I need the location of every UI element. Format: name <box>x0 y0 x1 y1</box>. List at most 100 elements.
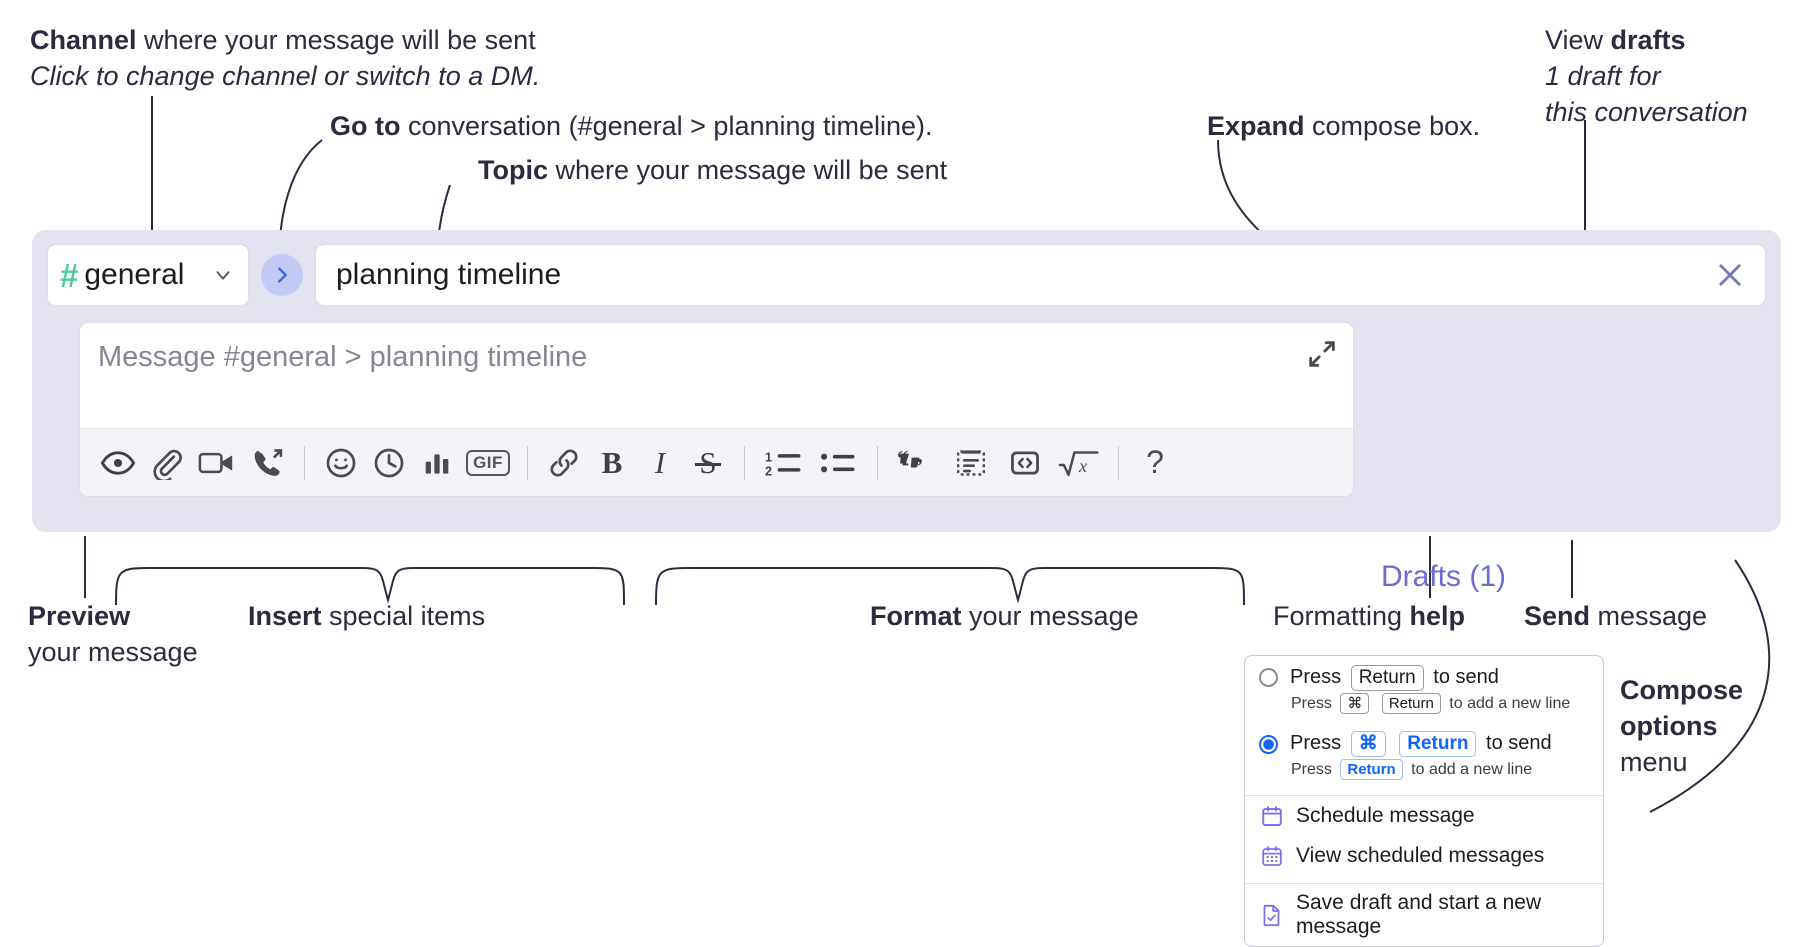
latex-icon[interactable]: x <box>1052 439 1106 487</box>
poll-icon[interactable] <box>413 439 461 487</box>
option-1-sub-press: Press <box>1291 694 1332 712</box>
radio-unselected[interactable] <box>1259 668 1278 688</box>
save-draft-icon <box>1259 902 1285 928</box>
annotation-preview-sub: your message <box>28 637 198 667</box>
annotation-expand: Expand compose box. <box>1207 111 1481 141</box>
strike-line <box>695 463 721 466</box>
svg-text:x: x <box>1078 456 1088 476</box>
italic-icon[interactable]: I <box>636 439 684 487</box>
menu-divider-2 <box>1245 883 1603 885</box>
link-icon[interactable] <box>540 439 588 487</box>
calendar-schedule-icon <box>1259 803 1285 829</box>
option-2-key-cmd: ⌘ <box>1350 731 1386 757</box>
annotation-compose-options-1: Compose <box>1620 675 1744 705</box>
annotation-goto: Go to conversation (#general > planning … <box>330 111 933 141</box>
topic-value: planning timeline <box>336 258 562 291</box>
divider-3 <box>744 445 745 480</box>
option-2-press: Press <box>1290 732 1342 755</box>
annotation-drafts-sub1: 1 draft for <box>1545 61 1661 91</box>
option-1-key-return: Return <box>1350 665 1424 691</box>
bold-label: B <box>601 444 623 480</box>
question-mark-label: ? <box>1146 444 1164 480</box>
radio-selected[interactable] <box>1259 734 1278 754</box>
bold-icon[interactable]: B <box>588 439 636 487</box>
channel-selector[interactable]: # general <box>47 244 249 306</box>
option-1-sub-key-cmd: ⌘ <box>1340 692 1370 715</box>
divider-1 <box>304 445 305 480</box>
clock-icon[interactable] <box>365 439 413 487</box>
annotation-preview: Preview <box>28 601 131 631</box>
svg-text:1: 1 <box>765 450 772 464</box>
italic-label: I <box>654 444 666 480</box>
inline-code-icon[interactable] <box>998 439 1052 487</box>
annotation-drafts: View drafts <box>1545 25 1686 55</box>
menu-option-1-sub: Press ⌘ Return to add a new line <box>1245 692 1603 722</box>
video-icon[interactable] <box>190 439 244 487</box>
go-to-conversation-button[interactable] <box>261 254 303 296</box>
code-block-icon[interactable] <box>944 439 998 487</box>
expand-compose-icon[interactable] <box>1305 337 1339 371</box>
strike-label: S <box>695 444 721 481</box>
divider-5 <box>1118 445 1119 480</box>
svg-text:“: “ <box>897 446 908 471</box>
option-1-tosend: to send <box>1433 666 1499 688</box>
strikethrough-icon[interactable]: S <box>684 439 732 487</box>
bulleted-list-icon[interactable] <box>811 439 865 487</box>
compose-widget: # general planning timeline Message #gen… <box>32 230 1781 728</box>
annotation-send: Send message <box>1524 601 1708 631</box>
strike-letter: S <box>699 444 717 480</box>
option-2-sub-tail: to add a new line <box>1411 760 1533 778</box>
chevron-right-icon <box>278 267 287 283</box>
menu-item-view-scheduled-messages[interactable]: View scheduled messages <box>1245 836 1603 876</box>
preview-icon[interactable] <box>94 439 142 487</box>
topic-input[interactable]: planning timeline <box>315 244 1766 306</box>
menu-item-label: Schedule message <box>1296 804 1475 828</box>
drafts-link[interactable]: Drafts (1) <box>1381 560 1507 593</box>
menu-item-label: Save draft and start a new message <box>1296 891 1542 939</box>
clear-topic-icon[interactable] <box>1713 258 1747 292</box>
annotation-formatting-help: Formatting help <box>1273 601 1466 631</box>
hash-icon: # <box>60 256 78 294</box>
channel-name: general <box>84 258 185 291</box>
audio-call-icon[interactable] <box>244 439 292 487</box>
attachment-icon[interactable] <box>142 439 190 487</box>
menu-item-schedule-message[interactable]: Schedule message <box>1245 796 1603 836</box>
menu-item-label: View scheduled messages <box>1296 844 1545 868</box>
divider-4 <box>877 445 878 480</box>
menu-divider-1 <box>1245 795 1603 797</box>
option-1-line2: Press ⌘ Return to add a new line <box>1291 692 1571 715</box>
menu-option-2-sub: Press Return to add a new line <box>1245 758 1603 788</box>
option-2-sub-press: Press <box>1291 760 1332 778</box>
gif-icon[interactable]: GIF <box>461 439 515 487</box>
option-1-press: Press <box>1290 666 1342 688</box>
annotation-format: Format your message <box>870 601 1139 631</box>
divider-2 <box>527 445 528 480</box>
annotation-compose-options-3: menu <box>1620 747 1688 777</box>
annotation-topic: Topic where your message will be sent <box>478 155 948 185</box>
compose-header-row: # general planning timeline <box>47 244 1766 306</box>
annotation-drafts-sub2: this conversation <box>1545 97 1748 127</box>
blockquote-icon[interactable]: “” <box>890 439 944 487</box>
option-1-line1: Press Return to send <box>1290 665 1499 691</box>
option-2-line1: Press ⌘ Return to send <box>1290 731 1552 757</box>
menu-item-save-draft[interactable]: Save draft and start a new message <box>1245 884 1603 946</box>
message-input[interactable]: Message #general > planning timeline <box>98 341 588 373</box>
annotation-channel: Channel where your message will be sent <box>30 25 536 55</box>
option-2-key-return: Return <box>1399 731 1477 757</box>
formatting-help-icon[interactable]: ? <box>1131 439 1179 487</box>
chevron-down-icon <box>216 271 230 280</box>
option-1-sub-tail: to add a new line <box>1449 694 1571 712</box>
gif-label: GIF <box>466 449 510 476</box>
menu-option-cmd-return-to-send[interactable]: Press ⌘ Return to send <box>1245 722 1603 759</box>
option-1-sub-key-return: Return <box>1381 692 1441 715</box>
message-input-container: Message #general > planning timeline <box>79 322 1354 497</box>
formatting-toolbar: GIF B I S <box>80 428 1353 496</box>
svg-text:2: 2 <box>765 464 772 478</box>
annotation-compose-options-2: options <box>1620 711 1718 741</box>
menu-option-return-to-send[interactable]: Press Return to send <box>1245 656 1603 693</box>
option-2-line2: Press Return to add a new line <box>1291 758 1533 781</box>
annotation-insert: Insert special items <box>248 601 486 631</box>
emoji-icon[interactable] <box>317 439 365 487</box>
